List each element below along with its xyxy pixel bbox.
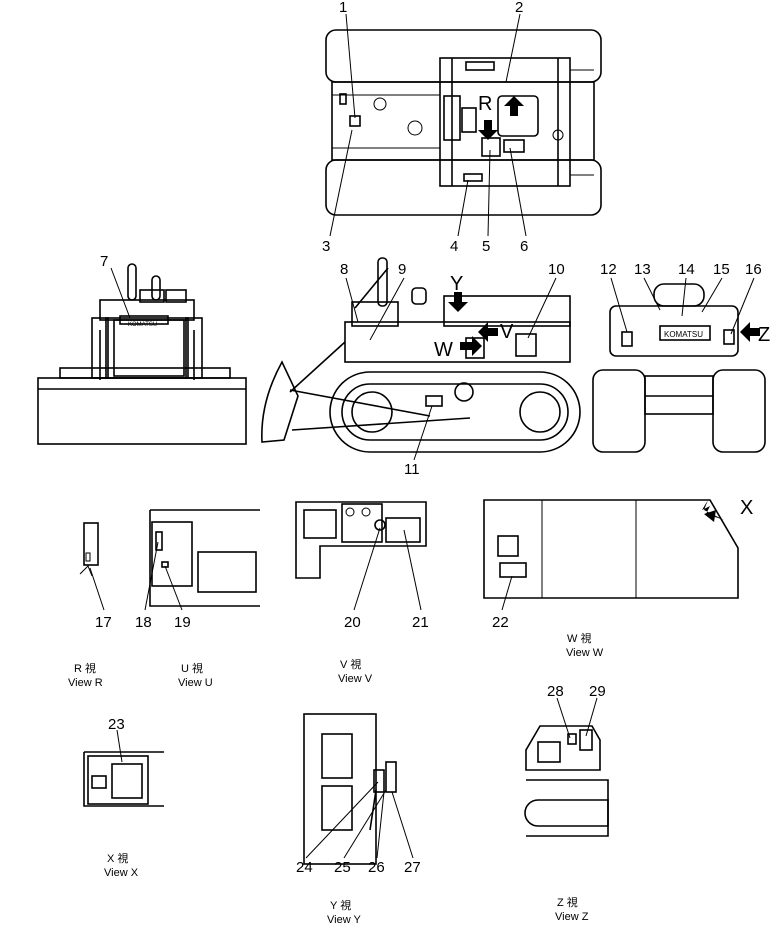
caption-u-en: View U bbox=[178, 677, 213, 689]
caption-r-en: View R bbox=[68, 677, 103, 689]
callout-20: 20 bbox=[344, 614, 361, 631]
leader-lines bbox=[89, 13, 755, 859]
view-z-drawing bbox=[524, 725, 609, 837]
view-r-drawing bbox=[79, 522, 99, 577]
caption-w-jp: W 視 bbox=[567, 631, 591, 645]
side-view-drawing bbox=[261, 257, 581, 453]
callout-26: 26 bbox=[368, 859, 385, 876]
callout-22: 22 bbox=[492, 614, 509, 631]
caption-y-en: View Y bbox=[327, 914, 362, 926]
caption-z-jp: Z 視 bbox=[557, 895, 578, 909]
view-letter-w: W bbox=[434, 339, 453, 361]
callout-5: 5 bbox=[482, 238, 490, 255]
callout-21: 21 bbox=[412, 614, 429, 631]
callout-13: 13 bbox=[634, 261, 651, 278]
view-w-drawing bbox=[483, 499, 739, 599]
view-letter-y: Y bbox=[450, 273, 463, 295]
caption-x-en: View X bbox=[104, 867, 139, 879]
callout-14: 14 bbox=[678, 261, 695, 278]
callout-24: 24 bbox=[296, 859, 313, 876]
callout-4: 4 bbox=[450, 238, 458, 255]
caption-v-jp: V 視 bbox=[340, 657, 361, 671]
callout-28: 28 bbox=[547, 683, 564, 700]
callout-2: 2 bbox=[515, 0, 523, 16]
view-u-drawing bbox=[149, 509, 260, 607]
callout-6: 6 bbox=[520, 238, 528, 255]
callout-9: 9 bbox=[398, 261, 406, 278]
view-y-drawing bbox=[303, 713, 397, 865]
view-letter-z: Z bbox=[758, 324, 770, 346]
caption-v-en: View V bbox=[338, 673, 373, 685]
view-letter-v: V bbox=[500, 321, 514, 343]
caption-y-jp: Y 視 bbox=[330, 898, 351, 912]
callout-25: 25 bbox=[334, 859, 351, 876]
view-v-drawing bbox=[295, 501, 427, 579]
view-letter-x: X bbox=[740, 497, 753, 519]
callout-11: 11 bbox=[404, 461, 420, 478]
caption-z-en: View Z bbox=[555, 911, 589, 923]
callout-16: 16 bbox=[745, 261, 762, 278]
rear-view-drawing bbox=[592, 283, 766, 453]
caption-u-jp: U 視 bbox=[181, 661, 203, 675]
callout-1: 1 bbox=[339, 0, 347, 16]
callout-10: 10 bbox=[548, 261, 565, 278]
callout-23: 23 bbox=[108, 716, 125, 733]
callout-12: 12 bbox=[600, 261, 617, 278]
caption-x-jp: X 視 bbox=[107, 851, 128, 865]
callout-7: 7 bbox=[100, 253, 108, 270]
callout-3: 3 bbox=[322, 238, 330, 255]
callout-17: 17 bbox=[95, 614, 112, 631]
callout-18: 18 bbox=[135, 614, 152, 631]
callout-29: 29 bbox=[589, 683, 606, 700]
callout-15: 15 bbox=[713, 261, 730, 278]
callout-27: 27 bbox=[404, 859, 421, 876]
komatsu-decal-rear: KOMATSU bbox=[664, 330, 703, 339]
caption-w-en: View W bbox=[566, 647, 604, 659]
front-view-drawing bbox=[37, 263, 247, 445]
callout-19: 19 bbox=[174, 614, 191, 631]
caption-r-jp: R 視 bbox=[74, 661, 96, 675]
view-x-drawing bbox=[83, 751, 164, 807]
komatsu-decal-front: KOMATSU bbox=[128, 322, 157, 328]
view-letter-r: R bbox=[478, 93, 492, 115]
callout-8: 8 bbox=[340, 261, 348, 278]
top-view-drawing bbox=[325, 29, 602, 216]
